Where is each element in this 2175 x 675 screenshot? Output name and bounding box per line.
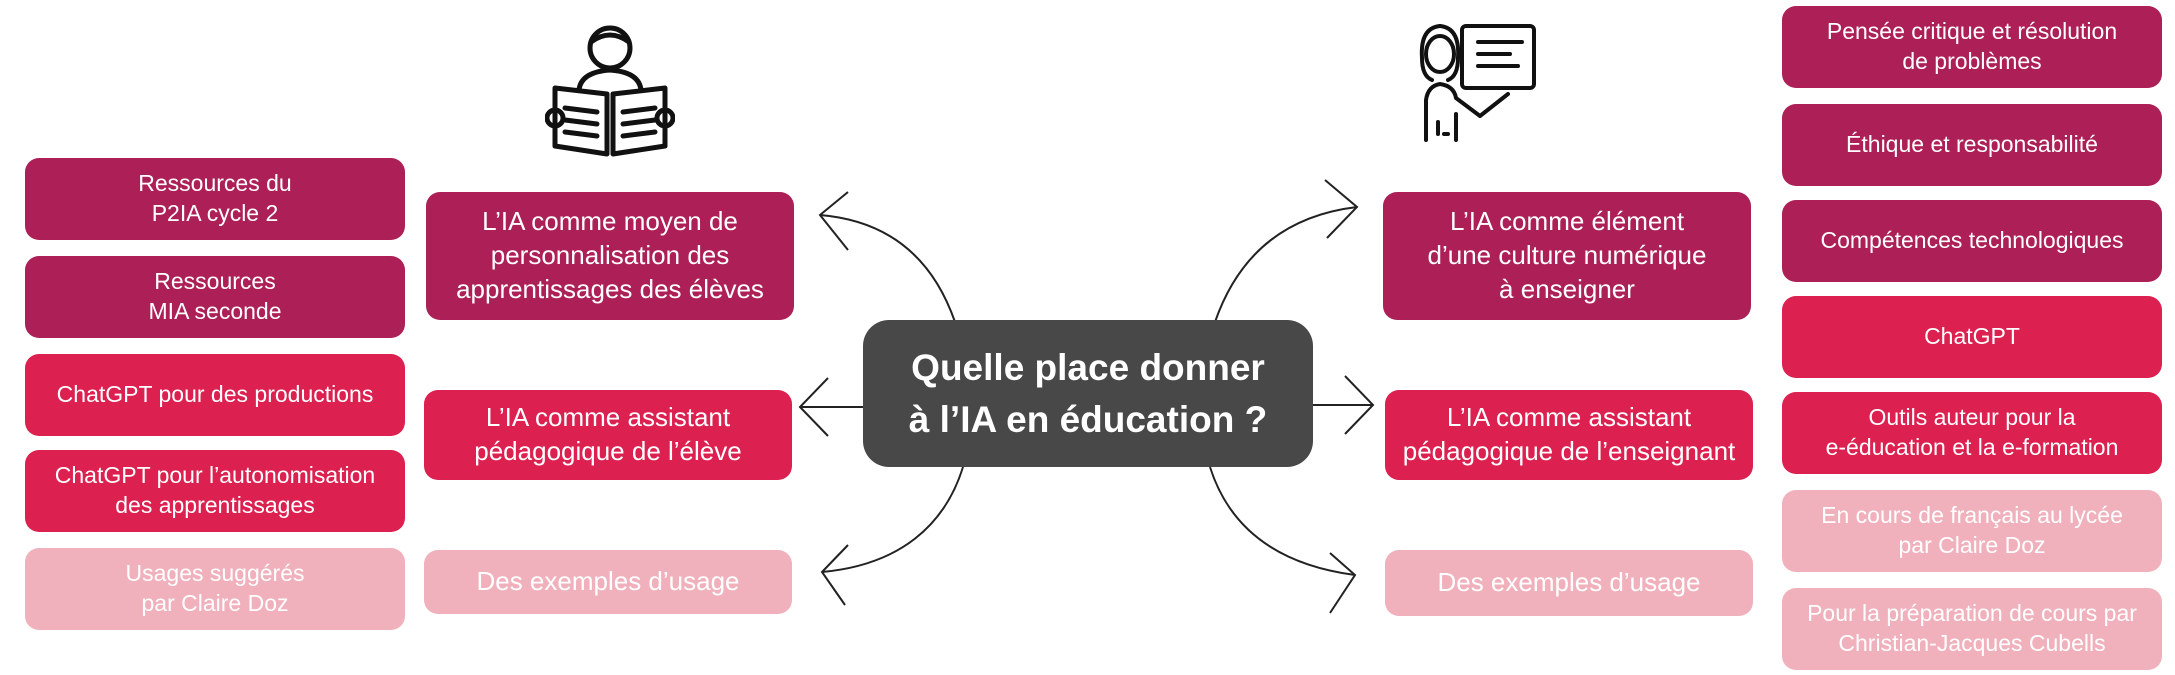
right-resource-pensee-critique[interactable]: Pensée critique et résolution de problèm… — [1782, 6, 2162, 88]
right-resource-ethique[interactable]: Éthique et responsabilité — [1782, 104, 2162, 186]
left-resource-mia-seconde[interactable]: Ressources MIA seconde — [25, 256, 405, 338]
right-category-culture-numerique[interactable]: L’IA comme élément d’une culture numériq… — [1383, 192, 1751, 320]
arrow-left-upper — [819, 214, 956, 323]
right-resource-francais-lycee[interactable]: En cours de français au lycée par Claire… — [1782, 490, 2162, 572]
left-resource-chatgpt-autonomisation[interactable]: ChatGPT pour l’autonomisation des appren… — [25, 450, 405, 532]
left-resource-chatgpt-productions[interactable]: ChatGPT pour des productions — [25, 354, 405, 436]
left-category-exemples[interactable]: Des exemples d’usage — [424, 550, 792, 614]
left-resource-usages-claire-doz[interactable]: Usages suggérés par Claire Doz — [25, 548, 405, 630]
left-resource-p2ia-cycle2[interactable]: Ressources du P2IA cycle 2 — [25, 158, 405, 240]
teacher-board-icon — [1419, 24, 1536, 142]
right-category-assistant-enseignant[interactable]: L’IA comme assistant pédagogique de l’en… — [1385, 390, 1753, 480]
right-resource-preparation-cours[interactable]: Pour la préparation de cours par Christi… — [1782, 588, 2162, 670]
right-resource-outils-auteur[interactable]: Outils auteur pour la e-éducation et la … — [1782, 392, 2162, 474]
arrow-left-lower — [821, 466, 964, 573]
arrow-right-lower — [1209, 466, 1356, 576]
central-question: Quelle place donner à l’IA en éducation … — [863, 320, 1313, 467]
left-category-personnalisation[interactable]: L’IA comme moyen de personnalisation des… — [426, 192, 794, 320]
right-category-exemples[interactable]: Des exemples d’usage — [1385, 550, 1753, 616]
left-category-assistant-eleve[interactable]: L’IA comme assistant pédagogique de l’él… — [424, 390, 792, 480]
arrow-right-upper — [1214, 206, 1358, 323]
student-reading-icon — [545, 25, 675, 157]
right-resource-competences-technologiques[interactable]: Compétences technologiques — [1782, 200, 2162, 282]
right-resource-chatgpt[interactable]: ChatGPT — [1782, 296, 2162, 378]
